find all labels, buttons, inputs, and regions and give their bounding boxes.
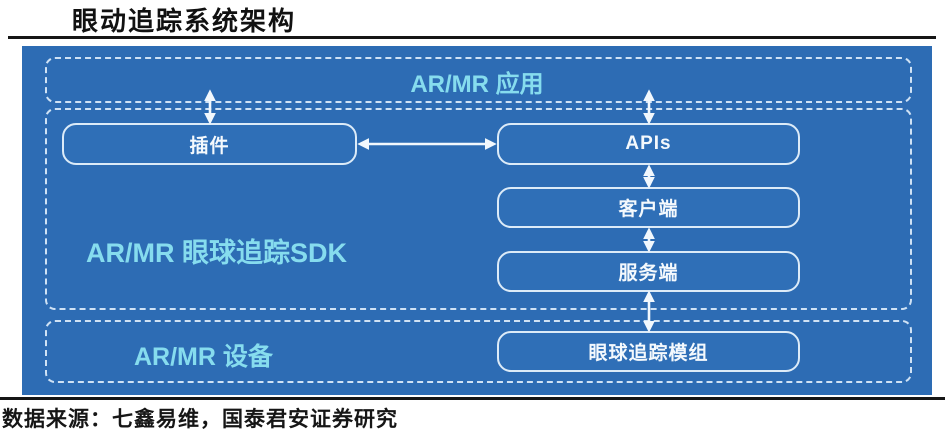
node-module: 眼球追踪模组 bbox=[497, 331, 800, 372]
layer-label-device: AR/MR 设备 bbox=[134, 343, 273, 371]
layer-box-app bbox=[45, 57, 912, 103]
node-server: 服务端 bbox=[497, 251, 800, 292]
layer-label-sdk: AR/MR 眼球追踪SDK bbox=[86, 238, 347, 268]
bottom-divider bbox=[0, 397, 945, 400]
node-apis: APIs bbox=[497, 123, 800, 165]
page-title: 眼动追踪系统架构 bbox=[72, 7, 297, 36]
node-client: 客户端 bbox=[497, 187, 800, 228]
node-plugin: 插件 bbox=[62, 123, 357, 165]
layer-label-app: AR/MR 应用 bbox=[410, 71, 544, 98]
layer-box-sdk bbox=[45, 108, 912, 310]
source-note: 数据来源：七鑫易维，国泰君安证券研究 bbox=[2, 407, 398, 431]
title-underline bbox=[8, 36, 936, 39]
layer-box-device bbox=[45, 320, 912, 383]
diagram-panel: AR/MR 应用 AR/MR 眼球追踪SDK AR/MR 设备 插件 APIs … bbox=[22, 46, 932, 395]
